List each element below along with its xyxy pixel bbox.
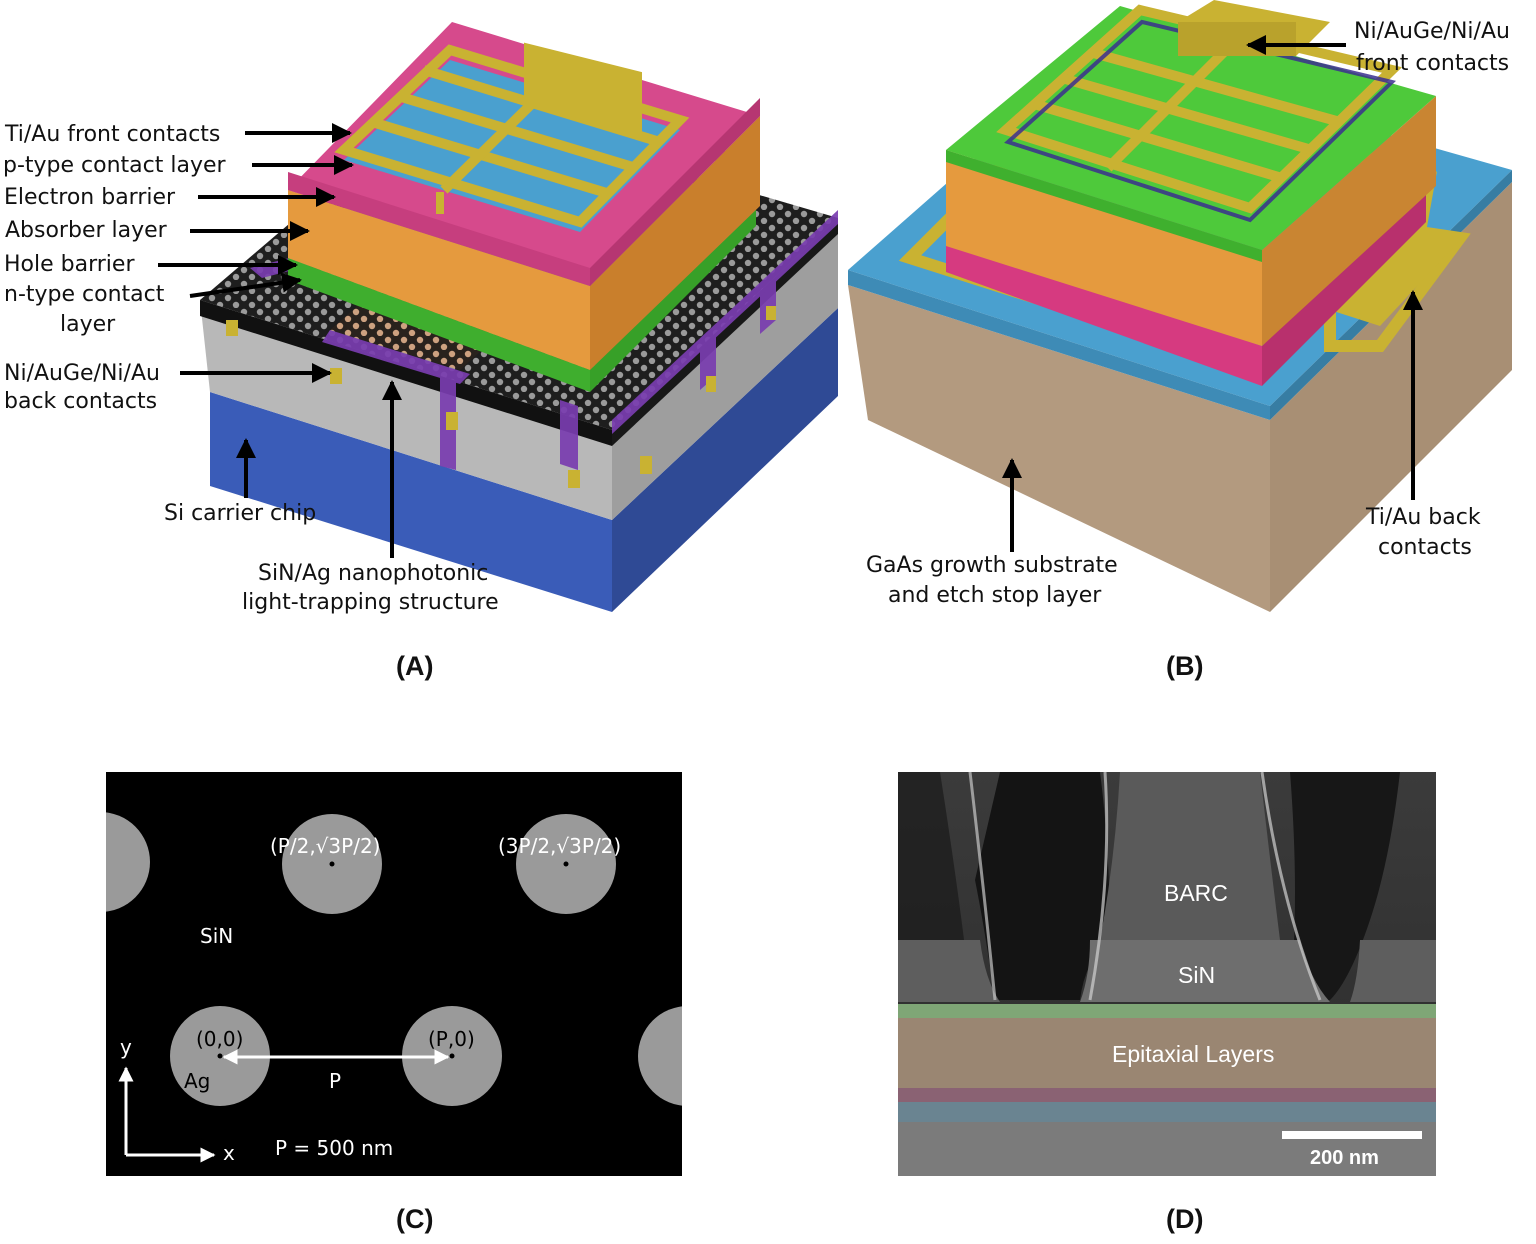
label-x-axis: x [223,1141,235,1165]
label-gaas-substrate-1: GaAs growth substrate [866,553,1118,578]
gaas-substrate-front [848,285,1270,612]
label-absorber-layer: Absorber layer [5,218,168,243]
label-ag: Ag [184,1069,210,1093]
label-p-type-contact-layer: p-type contact layer [3,153,227,178]
gaas-substrate-right [1270,182,1512,612]
sem-gap-left [975,772,1110,1000]
front-contact-bus-pad-b-face [1178,22,1296,56]
label-b-front-contacts-2: front contacts [1356,51,1509,76]
panel-d: BARC SiN Epitaxial Layers 200 nm (D) [898,771,1436,1234]
front-contact-grid-b [996,4,1403,214]
label-ti-au-front-contacts: Ti/Au front contacts [4,122,220,147]
label-n-type-contact-layer: layer [60,312,116,337]
sem-gap-right [1290,772,1400,1000]
label-si-carrier-chip: Si carrier chip [164,501,316,526]
front-contact-grid-b-shadow [1004,19,1396,223]
sem-green-layer [898,1004,1436,1018]
scale-bar [1282,1131,1422,1139]
nanophotonic-edge [200,300,612,446]
label-epitaxial: Epitaxial Layers [1112,1041,1274,1067]
label-gaas-substrate-2: and etch stop layer [888,583,1102,608]
ag-disk-edge-right [638,1006,682,1106]
label-origin: (0,0) [196,1027,243,1051]
sem-pink-layer [898,1088,1436,1102]
label-hole-barrier: Hole barrier [4,252,135,277]
si-carrier-blue-side [612,308,838,612]
etch-stop-front [848,270,1270,420]
ag-disk-edge-left [106,812,150,912]
electron-barrier-right [590,98,760,286]
green-layer-right [590,206,756,392]
panel-c: (P/2,√3P/2) (3P/2,√3P/2) SiN (0,0) (P,0)… [106,772,682,1234]
green-top-layer [946,6,1436,250]
label-barc: BARC [1164,880,1228,906]
label-nanophotonic-2: light-trapping structure [242,590,499,615]
panel-label-b: (B) [1166,651,1203,681]
panel-a: Ti/Au front contacts p-type contact laye… [3,22,838,681]
sem-sin [1080,940,1330,1002]
label-b-front-contacts-1: Ni/AuGe/Ni/Au [1354,19,1510,44]
label-y-axis: y [120,1035,132,1059]
label-electron-barrier: Electron barrier [4,185,176,210]
pink-layer-front [946,238,1262,386]
sem-epitaxial-layers [898,1018,1436,1088]
absorber-front [288,190,590,370]
electron-barrier-front [288,172,590,286]
label-coord-top-right: (3P/2,√3P/2) [498,834,621,858]
sem-sin-right [1350,940,1436,1002]
back-contact-pad [1330,228,1460,326]
si-carrier-blue-base [210,392,612,612]
si-block-right [612,218,838,520]
sem-sin-left [898,940,1000,1002]
label-sem-sin: SiN [1178,962,1215,988]
green-layer-front [288,258,590,392]
absorber-front-b [946,150,1262,346]
label-back-contacts-2: back contacts [4,389,157,414]
label-p0: (P,0) [428,1027,475,1051]
panel-label-c: (C) [396,1204,433,1234]
label-back-contacts-1: Ni/AuGe/Ni/Au [4,361,160,386]
panel-label-a: (A) [396,651,433,681]
label-n-type-contact: n-type contact [4,282,165,307]
label-p: P [329,1069,341,1093]
sem-barc [1100,772,1280,940]
absorber-right-b [1262,96,1436,346]
sem-blue-layer [898,1102,1436,1122]
panel-label-d: (D) [1166,1204,1203,1234]
label-nanophotonic-1: SiN/Ag nanophotonic [258,561,488,586]
back-contact-tabs [226,306,776,488]
green-top-front [946,150,1262,262]
label-sin: SiN [200,924,233,948]
label-coord-top-left: (P/2,√3P/2) [270,834,380,858]
pink-layer-right [1262,184,1426,386]
label-period: P = 500 nm [275,1136,393,1160]
panel-b: Ni/AuGe/Ni/Au front contacts Ti/Au back … [848,0,1512,681]
label-b-back-contacts-2: contacts [1378,535,1472,560]
label-b-back-contacts-1: Ti/Au back [1365,505,1481,530]
si-block-front [200,300,612,520]
label-scale: 200 nm [1310,1147,1379,1169]
front-contact-bus-pad [524,42,642,135]
absorber-right [590,116,760,370]
